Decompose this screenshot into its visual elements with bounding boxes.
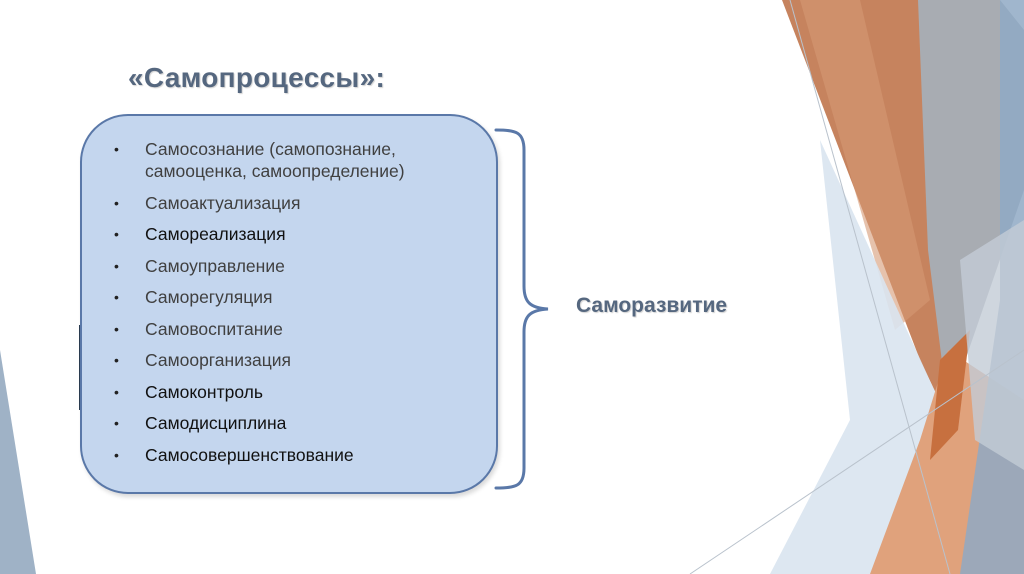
list-item: • Саморегуляция <box>114 286 484 308</box>
list-item: • Самоактуализация <box>114 192 484 214</box>
slide-title: «Самопроцессы»: <box>128 62 385 94</box>
bullet-icon: • <box>114 412 119 434</box>
list-item-text: Самовоспитание <box>145 319 283 339</box>
bullet-icon: • <box>114 192 119 214</box>
list-item-text: Самоуправление <box>145 256 285 276</box>
list-item: • Самоуправление <box>114 255 484 277</box>
bullet-icon: • <box>114 318 119 340</box>
bullet-icon: • <box>114 349 119 371</box>
list-item-text: Саморегуляция <box>145 287 273 307</box>
list-item-text-cont: самооценка, самоопределение) <box>145 161 405 181</box>
list-item: • Самоконтроль <box>114 381 484 403</box>
bullet-icon: • <box>114 286 119 308</box>
list-item-text: Самоконтроль <box>145 382 263 402</box>
deco-left-blue <box>0 350 36 574</box>
processes-box: • Самосознание (самопознание, самооценка… <box>80 114 498 494</box>
list-item-text: Самореализация <box>145 224 286 244</box>
list-item: • Самосовершенствование <box>114 444 484 466</box>
list-item-text: Самосовершенствование <box>145 445 354 465</box>
list-item: • Самоорганизация <box>114 349 484 371</box>
list-item-text: Самодисциплина <box>145 413 286 433</box>
list-item: • Самосознание (самопознание, самооценка… <box>114 138 484 182</box>
result-label: Саморазвитие <box>576 294 727 318</box>
curly-brace-icon <box>490 128 550 490</box>
list-item-text: Самосознание (самопознание, <box>145 139 396 159</box>
bullet-icon: • <box>114 255 119 277</box>
list-item-text: Самоактуализация <box>145 193 300 213</box>
bullet-icon: • <box>114 381 119 403</box>
list-item: • Самовоспитание <box>114 318 484 340</box>
curly-brace-path <box>496 130 548 488</box>
bullet-icon: • <box>114 138 119 160</box>
processes-list: • Самосознание (самопознание, самооценка… <box>114 138 484 475</box>
bullet-icon: • <box>114 223 119 245</box>
list-item: • Самореализация <box>114 223 484 245</box>
bullet-icon: • <box>114 444 119 466</box>
list-item-text: Самоорганизация <box>145 350 291 370</box>
list-item: • Самодисциплина <box>114 412 484 434</box>
